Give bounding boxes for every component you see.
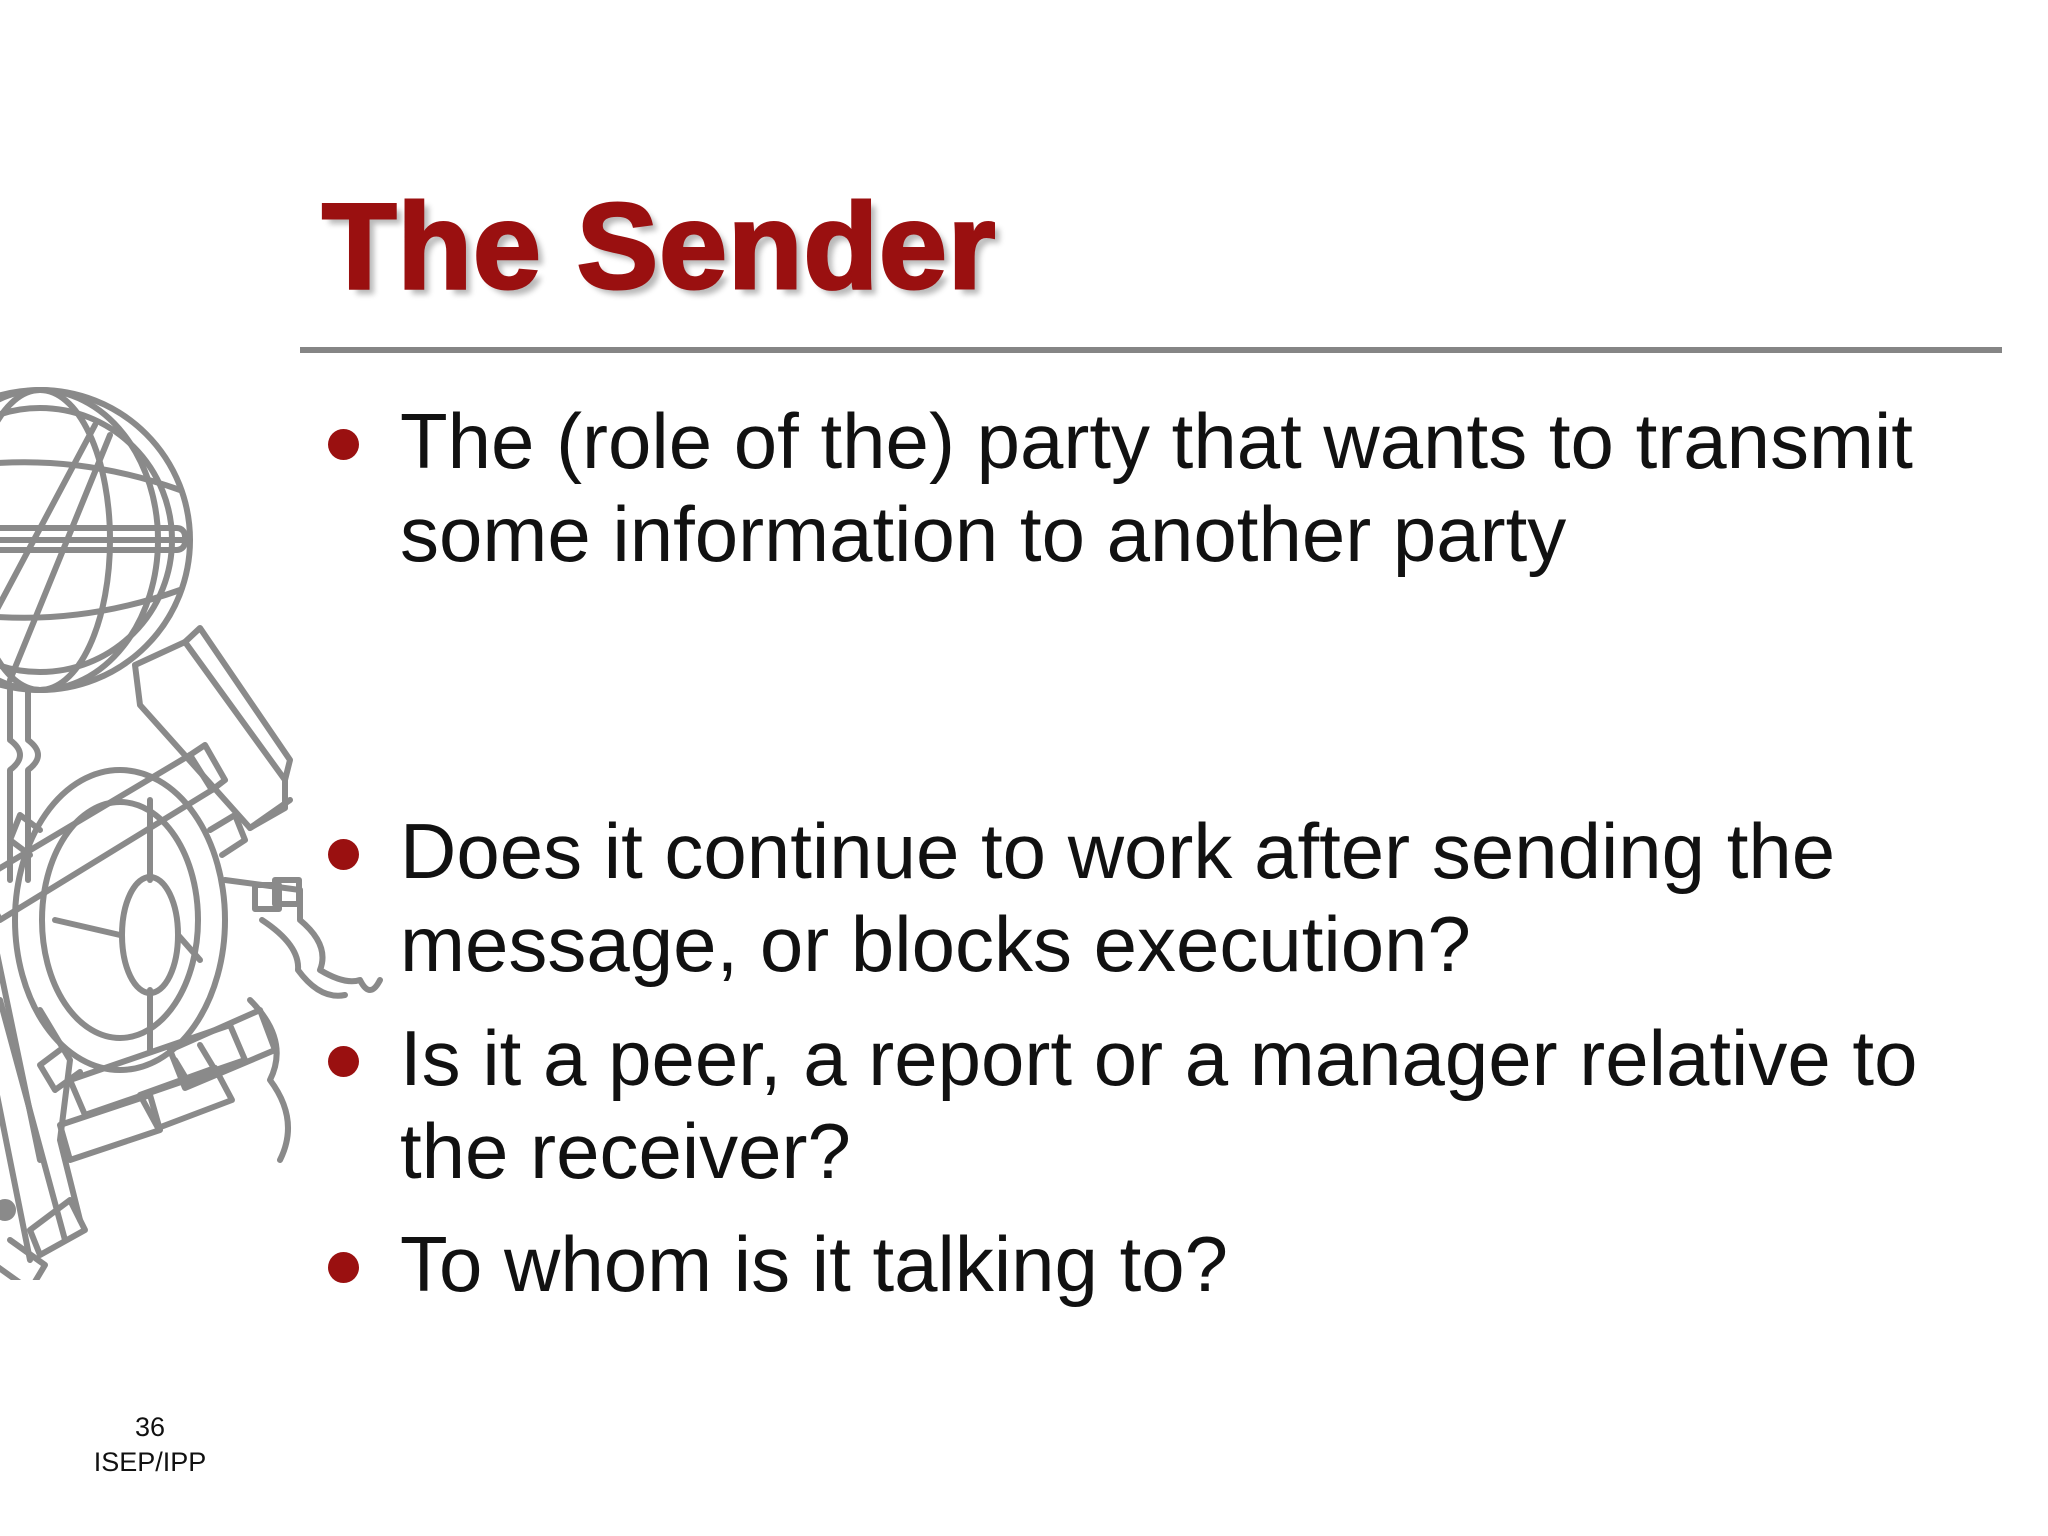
institution-emblem-icon bbox=[0, 387, 383, 1280]
title-divider bbox=[300, 347, 2002, 353]
bullet-dot-icon bbox=[328, 839, 359, 870]
bullet-dot-icon bbox=[328, 1252, 359, 1283]
bullet-text: The (role of the) party that wants to tr… bbox=[400, 397, 1913, 578]
bullet-dot-icon bbox=[328, 429, 359, 460]
bullet-text: To whom is it talking to? bbox=[400, 1220, 1229, 1308]
page-number: 36 bbox=[134, 1412, 166, 1442]
organization-label: ISEP/IPP bbox=[93, 1447, 207, 1477]
bullet-text: Is it a peer, a report or a manager rela… bbox=[400, 1014, 1918, 1195]
slide-title: The Sender bbox=[320, 177, 997, 316]
bullet-text: Does it continue to work after sending t… bbox=[400, 807, 1836, 988]
bullet-dot-icon bbox=[328, 1046, 359, 1077]
